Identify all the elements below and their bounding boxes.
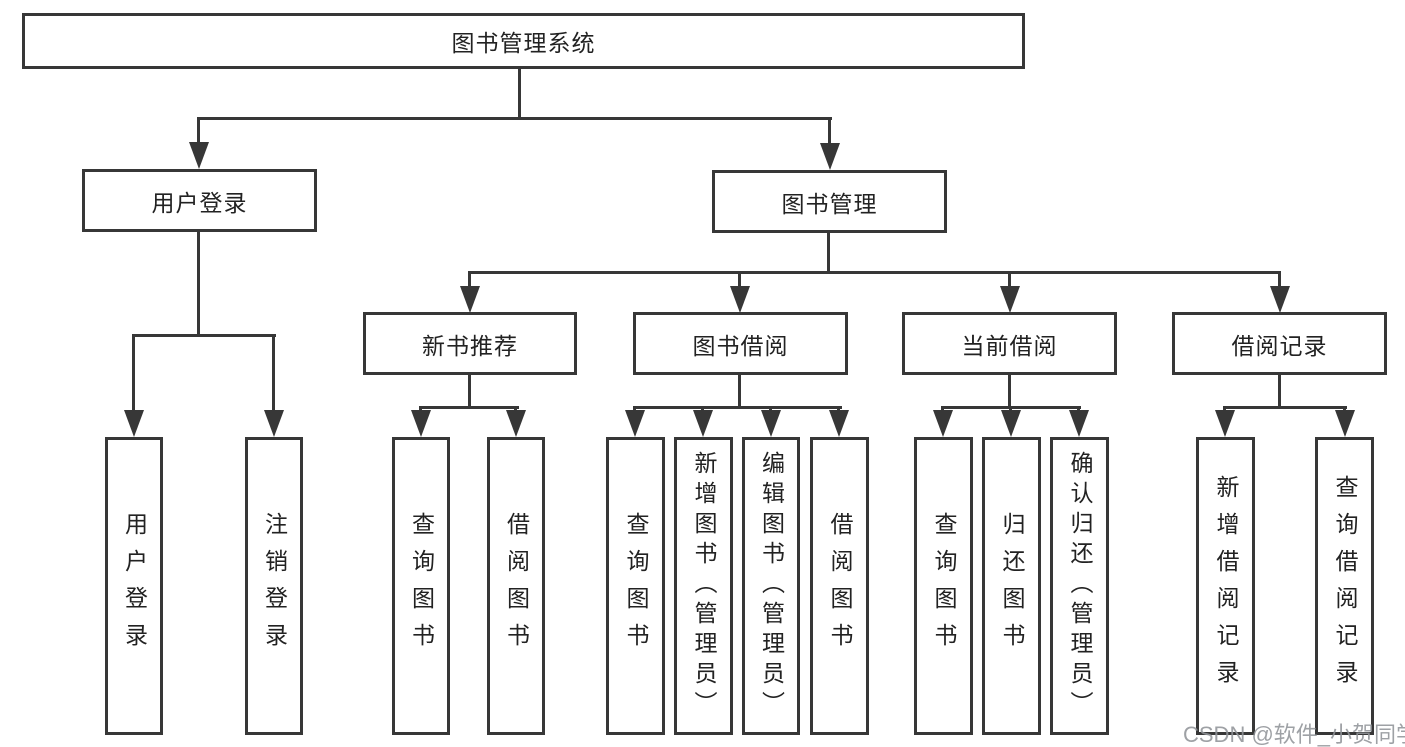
connector-line (419, 406, 519, 409)
leaf-logout: 注销登录 (245, 437, 303, 735)
leaf-query-borrow-record: 查询借阅记录 (1315, 437, 1374, 735)
leaf-query-books-borrow: 查询图书 (606, 437, 665, 735)
arrow-down-icon (1000, 286, 1020, 313)
connector-line (468, 271, 471, 289)
connector-line (827, 233, 830, 274)
arrow-down-icon (1069, 410, 1089, 437)
connector-line (738, 375, 741, 408)
connector-line (518, 67, 521, 119)
connector-line (132, 334, 276, 337)
arrow-down-icon (1001, 410, 1021, 437)
connector-line (633, 406, 842, 409)
arrow-down-icon (411, 410, 431, 437)
arrow-down-icon (693, 410, 713, 437)
arrow-down-icon (1335, 410, 1355, 437)
connector-line (738, 271, 741, 289)
leaf-user-login: 用户登录 (105, 437, 163, 735)
connector-line (468, 375, 471, 408)
node-borrow-records: 借阅记录 (1172, 312, 1387, 375)
connector-line (1278, 271, 1281, 289)
connector-line (1223, 406, 1347, 409)
leaf-edit-books-admin: 编辑图书（管理员） (742, 437, 800, 735)
arrow-down-icon (124, 410, 144, 437)
arrow-down-icon (730, 286, 750, 313)
arrow-down-icon (460, 286, 480, 313)
node-book-borrow: 图书借阅 (633, 312, 848, 375)
connector-line (197, 117, 832, 120)
connector-line (197, 117, 200, 145)
connector-line (132, 334, 135, 414)
connector-line (1008, 375, 1011, 408)
arrow-down-icon (264, 410, 284, 437)
node-user-login: 用户登录 (82, 169, 317, 232)
arrow-down-icon (1270, 286, 1290, 313)
leaf-confirm-return-admin: 确认归还（管理员） (1050, 437, 1109, 735)
node-new-book-recommend: 新书推荐 (363, 312, 577, 375)
leaf-borrow-books-recommend: 借阅图书 (487, 437, 545, 735)
arrow-down-icon (506, 410, 526, 437)
arrow-down-icon (761, 410, 781, 437)
arrow-down-icon (820, 143, 840, 170)
node-root: 图书管理系统 (22, 13, 1025, 69)
connector-line (272, 334, 275, 414)
arrow-down-icon (189, 142, 209, 169)
leaf-add-books-admin: 新增图书（管理员） (674, 437, 733, 735)
watermark: CSDN @软件_小贺同学 (1183, 722, 1405, 747)
arrow-down-icon (933, 410, 953, 437)
leaf-query-books-current: 查询图书 (914, 437, 973, 735)
leaf-query-books-recommend: 查询图书 (392, 437, 450, 735)
leaf-return-books: 归还图书 (982, 437, 1041, 735)
arrow-down-icon (829, 410, 849, 437)
connector-line (828, 117, 831, 145)
connector-line (1278, 375, 1281, 408)
arrow-down-icon (625, 410, 645, 437)
connector-line (468, 271, 1281, 274)
connector-line (1008, 271, 1011, 289)
node-book-management: 图书管理 (712, 170, 947, 233)
node-current-borrow: 当前借阅 (902, 312, 1117, 375)
connector-line (197, 231, 200, 337)
leaf-borrow-books: 借阅图书 (810, 437, 869, 735)
arrow-down-icon (1215, 410, 1235, 437)
leaf-add-borrow-record: 新增借阅记录 (1196, 437, 1255, 735)
